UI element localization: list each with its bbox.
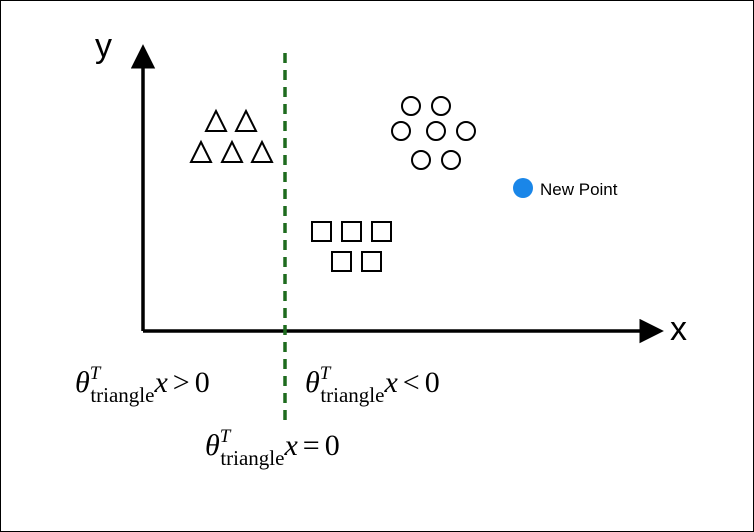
y-axis-label: y: [95, 27, 112, 65]
triangle-shape: [189, 139, 213, 163]
new-point-dot: [513, 178, 533, 198]
equation-boundary: θTtrianglex=0: [205, 427, 340, 469]
new-point-label: New Point: [540, 180, 618, 199]
triangle-shape: [220, 139, 244, 163]
circle-shape: [441, 150, 461, 170]
triangle-shape: [204, 108, 228, 132]
equation-positive-region: θTtrianglex>0: [75, 364, 210, 406]
circle-shape: [431, 96, 451, 116]
square-shape: [341, 221, 362, 242]
triangle-shape: [250, 139, 274, 163]
equation-relation: <: [402, 366, 420, 399]
circle-shape: [401, 96, 421, 116]
equation-sup: T: [89, 363, 101, 384]
circle-shape: [426, 121, 446, 141]
equation-sup: T: [319, 363, 331, 384]
equation-relation: =: [302, 429, 320, 462]
square-shape: [361, 251, 382, 272]
equation-sub: triangle: [320, 383, 385, 407]
circle-shape: [391, 121, 411, 141]
equation-sub: triangle: [220, 446, 285, 470]
circle-shape: [456, 121, 476, 141]
equation-relation: >: [172, 366, 190, 399]
circle-shape: [411, 150, 431, 170]
equation-var: x: [154, 366, 168, 399]
square-cluster: [311, 221, 392, 272]
square-shape: [311, 221, 332, 242]
equation-rhs: 0: [424, 366, 440, 399]
equation-var: x: [284, 429, 298, 462]
equation-negative-region: θTtrianglex<0: [305, 364, 440, 406]
square-shape: [371, 221, 392, 242]
circle-cluster: [391, 96, 476, 170]
square-shape: [331, 251, 352, 272]
equation-sub: triangle: [90, 383, 155, 407]
equation-var: x: [384, 366, 398, 399]
equation-theta: θ: [75, 366, 90, 399]
triangle-cluster: [189, 108, 274, 163]
equation-rhs: 0: [324, 429, 340, 462]
equation-rhs: 0: [194, 366, 210, 399]
equation-theta: θ: [205, 429, 220, 462]
x-axis-label: x: [670, 310, 687, 348]
equation-sup: T: [219, 426, 231, 447]
triangle-shape: [234, 108, 258, 132]
equation-theta: θ: [305, 366, 320, 399]
